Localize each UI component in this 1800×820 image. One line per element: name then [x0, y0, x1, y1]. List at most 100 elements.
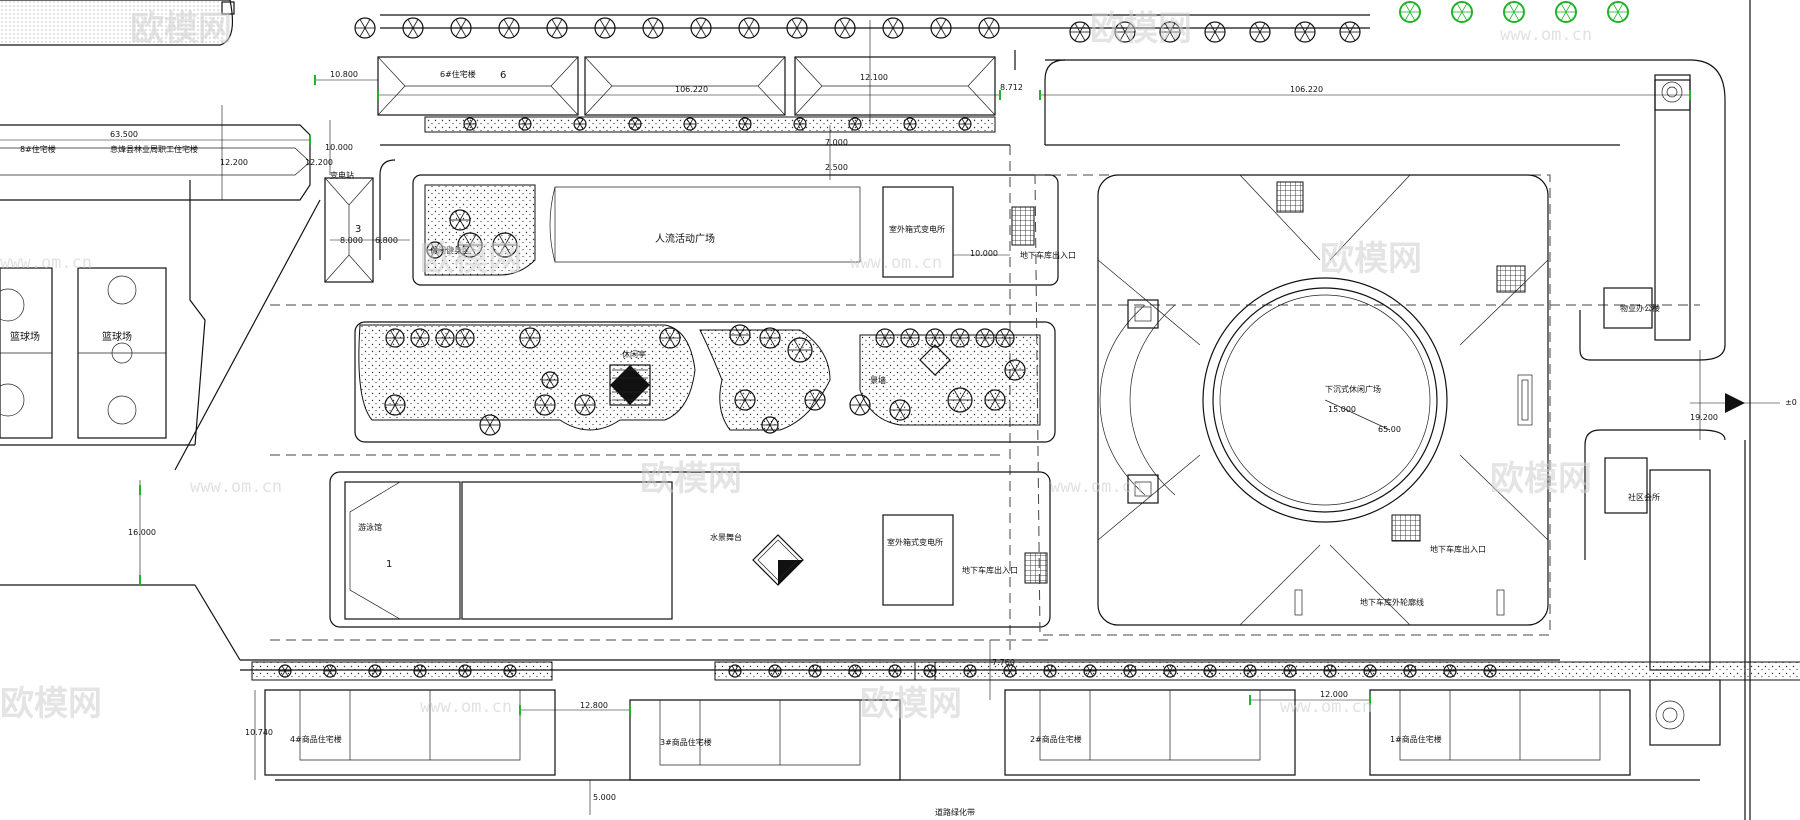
- label-b6-num: 6: [500, 70, 506, 81]
- tree-icon: [534, 394, 556, 416]
- label-exit-3: 地下车库出入口: [1430, 544, 1486, 554]
- tree-icon: [1159, 21, 1181, 43]
- label-exit-2: 地下车库出入口: [962, 565, 1018, 575]
- watermark-url-6: www.om.cn: [420, 697, 512, 717]
- tree-icon: [1555, 1, 1577, 23]
- tree-icon: [628, 117, 642, 131]
- dim-12200-b: 12.200: [305, 158, 333, 167]
- label-b2: 2#商品住宅楼: [1030, 734, 1082, 744]
- label-water-stage: 水景舞台: [710, 532, 742, 542]
- tree-icon: [683, 117, 697, 131]
- dim-12800: 12.800: [580, 701, 608, 710]
- tree-icon: [457, 232, 483, 258]
- tree-icon: [1043, 664, 1057, 678]
- tree-icon: [541, 371, 559, 389]
- dim-106220-a: 106.220: [675, 85, 708, 94]
- tree-icon: [889, 399, 911, 421]
- dim-10000-a: 10.000: [325, 143, 353, 152]
- tree-icon: [455, 328, 475, 348]
- tree-icon: [1249, 21, 1271, 43]
- top-tree-row: [380, 14, 1370, 29]
- tree-icon: [849, 394, 871, 416]
- watermark-brand-6: 欧模网: [1490, 459, 1592, 499]
- label-b4: 4#商品住宅楼: [290, 734, 342, 744]
- label-substation-num: 3: [355, 224, 361, 235]
- tree-icon: [1003, 664, 1017, 678]
- dim-8712: 8.712: [1000, 83, 1023, 92]
- tree-icon: [278, 664, 292, 678]
- tree-icon: [793, 117, 807, 131]
- tree-icon: [1483, 664, 1497, 678]
- dim-2500: 2.500: [825, 163, 848, 172]
- block-plaza: 人流活动广场 休闲健身区 室外箱式变电所 地下车库出入口: [412, 174, 1076, 286]
- tree-icon: [738, 17, 760, 39]
- dim-12200-a: 12.200: [220, 158, 248, 167]
- tree-icon: [413, 664, 427, 678]
- tree-icon: [768, 664, 782, 678]
- label-garden: 休闲健身区: [430, 245, 470, 255]
- tree-icon: [761, 416, 779, 434]
- watermark-url-2: www.om.cn: [0, 253, 92, 273]
- tree-icon: [574, 394, 596, 416]
- tree-icon: [995, 328, 1015, 348]
- tree-icon: [930, 17, 952, 39]
- tree-icon: [1243, 664, 1257, 678]
- tree-icon: [834, 17, 856, 39]
- watermark-brand-2: 欧模网: [1090, 9, 1192, 49]
- dim-6800: 6.800: [375, 236, 398, 245]
- tree-icon: [958, 117, 972, 131]
- tree-icon: [498, 17, 520, 39]
- watermark-brand-5: 欧模网: [640, 459, 742, 499]
- axis-marker-text: ±0: [1785, 398, 1797, 407]
- tree-icon: [728, 664, 742, 678]
- dim-10000-b: 10.000: [970, 249, 998, 258]
- watermark-url-3: www.om.cn: [850, 253, 942, 273]
- label-people-plaza: 人流活动广场: [655, 232, 715, 245]
- tree-icon: [900, 328, 920, 348]
- tree-icon: [875, 328, 895, 348]
- watermark-brand-7: 欧模网: [0, 684, 102, 724]
- sunken-plaza: 下沉式休闲广场 65.00 15.000 地下车库出入口 地下车库外轮廓线: [1034, 174, 1551, 636]
- substation: 变电站 3: [324, 170, 374, 283]
- watermark-brand-4: 欧模网: [1320, 239, 1422, 279]
- label-shelter: 景墙: [870, 375, 886, 385]
- label-b1: 1#商品住宅楼: [1390, 734, 1442, 744]
- trees-group: [278, 1, 1629, 678]
- tree-icon: [984, 389, 1006, 411]
- tree-icon: [1323, 664, 1337, 678]
- tree-icon: [354, 17, 376, 39]
- tree-icon: [734, 389, 756, 411]
- tree-icon: [786, 17, 808, 39]
- watermark-brand-8: 欧模网: [860, 684, 962, 724]
- tree-icon: [1403, 664, 1417, 678]
- tree-icon: [659, 327, 681, 349]
- tree-icon: [458, 664, 472, 678]
- tree-icon: [1069, 21, 1091, 43]
- tree-icon: [759, 327, 781, 349]
- tree-icon: [925, 328, 945, 348]
- tree-icon: [463, 117, 477, 131]
- label-b8: 8#住宅楼: [20, 144, 56, 154]
- tree-icon: [573, 117, 587, 131]
- tree-icon: [518, 117, 532, 131]
- tree-icon: [963, 664, 977, 678]
- dimension-lines: 10.800 106.220 12.100 8.712 106.220 63.5…: [0, 20, 1797, 815]
- tree-icon: [642, 17, 664, 39]
- label-worker: 息烽县林业局职工住宅楼: [110, 144, 198, 154]
- tree-icon: [808, 664, 822, 678]
- tree-icon: [1607, 1, 1629, 23]
- watermark-url-1: www.om.cn: [1500, 25, 1592, 45]
- tree-icon: [1503, 1, 1525, 23]
- tree-icon: [848, 117, 862, 131]
- tree-icon: [323, 664, 337, 678]
- tree-icon: [1083, 664, 1097, 678]
- label-mgmt: 物业办公楼: [1620, 303, 1660, 313]
- tree-icon: [426, 241, 444, 259]
- tree-icon: [1294, 21, 1316, 43]
- label-box-sub-2: 室外箱式变电所: [887, 537, 943, 547]
- top-left-lot: [0, 0, 235, 46]
- tree-icon: [882, 17, 904, 39]
- dim-10740: 10.740: [245, 728, 273, 737]
- tree-icon: [975, 328, 995, 348]
